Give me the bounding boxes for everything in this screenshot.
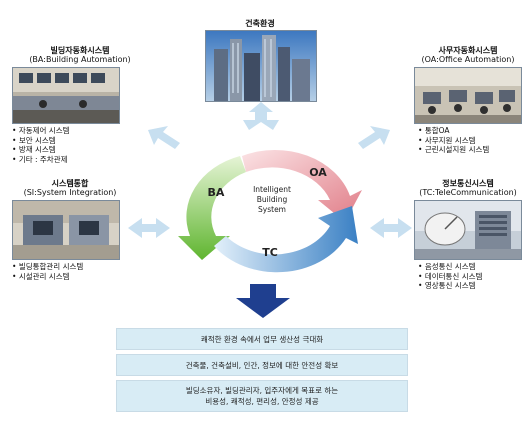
- oa-item: 근린시설지원 시스템: [418, 145, 489, 155]
- cycle-label-oa: OA: [309, 166, 327, 179]
- connector-arrow-top: [243, 102, 279, 130]
- oa-item: 통합OA: [418, 126, 489, 136]
- building-environment-photo: [205, 30, 317, 102]
- si-subtitle: (SI:System Integration): [23, 188, 117, 197]
- cycle-arc-tc: [214, 206, 358, 273]
- connector-arrow-tc: [370, 218, 412, 238]
- top-title: 건축환경: [245, 19, 275, 28]
- cycle-arc-ba: [178, 156, 246, 260]
- goal-text: 빌딩소유자, 빌딩관리자, 입주자에게 목표로 하는: [185, 386, 339, 395]
- ba-item: 방재 시스템: [12, 145, 70, 155]
- ba-title: 빌딩자동화시스템: [50, 46, 110, 55]
- ba-subtitle: (BA:Building Automation): [29, 55, 131, 64]
- goal-text: 쾌적한 환경 속에서 업무 생산성 극대화: [200, 334, 324, 344]
- center-text-line2: Building: [257, 195, 288, 204]
- goal-box-productivity: 쾌적한 환경 속에서 업무 생산성 극대화: [116, 328, 408, 350]
- tc-item: 영상통신 시스템: [418, 281, 482, 291]
- tc-item-list: 음성통신 시스템 데이터통신 시스템 영상통신 시스템: [418, 262, 483, 291]
- ba-item: 기타 : 주차관제: [12, 155, 70, 165]
- cycle-label-ba: BA: [208, 186, 225, 199]
- si-title: 시스템통합: [51, 179, 89, 188]
- tc-communication-photo: [414, 200, 522, 260]
- connector-arrow-oa: [358, 126, 390, 149]
- oa-item: 사무지원 시스템: [418, 136, 489, 146]
- oa-office-photo: [414, 67, 522, 124]
- tc-item: 데이터통신 시스템: [418, 272, 483, 282]
- center-text-line3: System: [258, 205, 286, 214]
- tc-item: 음성통신 시스템: [418, 262, 482, 272]
- connector-arrows: [128, 102, 412, 238]
- ba-item-list: 자동제어 시스템 보안 시스템 방재 시스템 기타 : 주차관제: [12, 126, 70, 164]
- goal-box-value: 빌딩소유자, 빌딩관리자, 입주자에게 목표로 하는 비용성, 쾌적성, 편리성…: [116, 380, 408, 412]
- oa-subtitle: (OA:Office Automation): [421, 55, 515, 64]
- goal-box-safety: 건축물, 건축설비, 인간, 정보에 대한 안전성 확보: [116, 354, 408, 376]
- cycle-arc-oa: [242, 149, 362, 222]
- ba-item: 자동제어 시스템: [12, 126, 70, 136]
- si-workstation-photo: [12, 200, 120, 260]
- si-item-list: 빌딩통합관리 시스템 시설관리 시스템: [12, 262, 83, 281]
- goal-text: 건축물, 건축설비, 인간, 정보에 대한 안전성 확보: [185, 360, 339, 370]
- goal-text: 비용성, 쾌적성, 편리성, 안정성 제공: [205, 397, 319, 406]
- tc-title: 정보통신시스템: [442, 179, 494, 188]
- oa-title: 사무자동화시스템: [438, 46, 498, 55]
- si-item: 빌딩통합관리 시스템: [12, 262, 83, 272]
- down-arrow-icon: [236, 284, 290, 318]
- oa-item-list: 통합OA 사무지원 시스템 근린시설지원 시스템: [418, 126, 489, 155]
- ba-item: 보안 시스템: [12, 136, 70, 146]
- ba-control-room-photo: [12, 67, 120, 124]
- si-item: 시설관리 시스템: [12, 272, 83, 282]
- cycle-label-tc: TC: [262, 246, 278, 259]
- tc-subtitle: (TC:TeleCommunication): [419, 188, 517, 197]
- connector-arrow-si: [128, 218, 170, 238]
- connector-arrow-ba: [148, 126, 180, 149]
- center-text-line1: Intelligent: [253, 185, 291, 194]
